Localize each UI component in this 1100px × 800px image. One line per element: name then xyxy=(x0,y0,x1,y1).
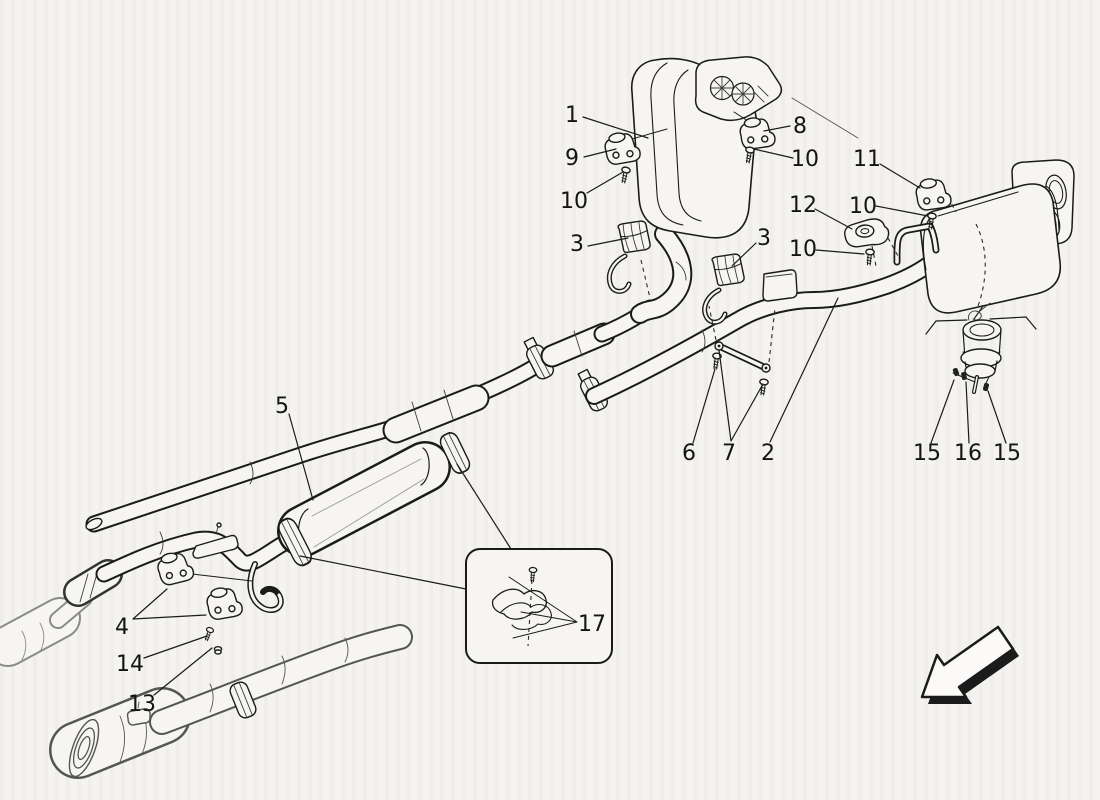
callout-label-6: 6 xyxy=(682,441,696,466)
mount-hardware xyxy=(154,114,953,655)
callout-label-11: 11 xyxy=(853,147,881,172)
callout-label-3b: 3 xyxy=(757,226,771,251)
leader-lines xyxy=(132,116,1007,696)
bolt-10d xyxy=(863,248,876,267)
callout-label-17: 17 xyxy=(578,612,606,637)
callout-label-10b: 10 xyxy=(791,147,819,172)
callout-label-10a: 10 xyxy=(560,189,588,214)
clamp-detail-inset xyxy=(299,463,613,664)
callout-label-15a: 15 xyxy=(913,441,941,466)
catalytic-converters xyxy=(0,589,413,779)
callout-labels: 1 9 10 8 10 11 10 12 10 3 3 5 6 7 2 15 1… xyxy=(115,103,1021,717)
right-rear-silencer xyxy=(871,159,1075,314)
callout-label-4: 4 xyxy=(115,615,129,640)
callout-label-1: 1 xyxy=(565,103,579,128)
callout-label-16: 16 xyxy=(954,441,982,466)
callout-label-15b: 15 xyxy=(993,441,1021,466)
left-rear-silencer xyxy=(617,56,859,239)
callout-label-5: 5 xyxy=(275,394,289,419)
callout-label-10d: 10 xyxy=(789,237,817,262)
pipe-clamp-3-right xyxy=(702,250,747,325)
callout-label-9: 9 xyxy=(565,146,579,171)
rear-pipes xyxy=(585,217,941,405)
callout-label-2: 2 xyxy=(761,441,775,466)
callout-label-13: 13 xyxy=(128,692,156,717)
bolt-10a xyxy=(618,165,632,185)
tie-rod xyxy=(708,305,776,397)
rubber-mount-12 xyxy=(842,217,891,249)
pipe-clamp-3-left xyxy=(606,217,653,299)
callout-label-12: 12 xyxy=(789,193,817,218)
bolt-14 xyxy=(202,625,215,643)
callout-label-3a: 3 xyxy=(570,232,584,257)
hanger-bracket-11 xyxy=(913,175,953,212)
front-direction-arrow-icon xyxy=(920,625,1019,704)
left-tailpipe-tips xyxy=(694,56,859,139)
callout-label-8: 8 xyxy=(793,114,807,139)
valve-actuator-detail xyxy=(925,302,1037,394)
callout-label-7: 7 xyxy=(722,441,736,466)
callout-label-14: 14 xyxy=(116,652,144,677)
callout-label-10c: 10 xyxy=(849,194,877,219)
hanger-bracket-4b xyxy=(204,584,245,622)
